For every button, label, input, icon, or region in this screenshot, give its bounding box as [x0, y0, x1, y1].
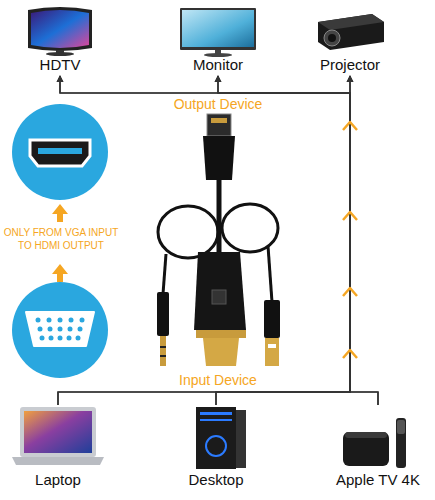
tv-frame — [28, 7, 92, 51]
usb-plug-metal — [265, 338, 279, 366]
projector-top — [318, 14, 384, 30]
audio-jack-body — [157, 292, 169, 336]
apple-tv-picture — [343, 418, 406, 468]
device-label: Laptop — [13, 471, 103, 489]
hdmi-plug-tip — [207, 114, 231, 136]
tower-fan — [206, 436, 226, 456]
device-label: Monitor — [181, 56, 255, 74]
box-body — [343, 432, 389, 466]
audio-jack-ring — [160, 346, 166, 348]
vga-plug-window — [212, 290, 226, 304]
cable — [268, 246, 272, 302]
hdmi-plug-body — [203, 136, 235, 180]
laptop-picture — [12, 407, 104, 465]
device-label: Projector — [313, 56, 387, 74]
cable — [217, 178, 222, 254]
usb-plug-slot — [268, 344, 276, 348]
tower-side — [236, 410, 246, 468]
laptop-base — [12, 457, 104, 465]
tv-base — [46, 52, 74, 56]
icon-circle — [12, 282, 108, 378]
vga-pins — [36, 318, 85, 341]
tower-front — [196, 407, 236, 469]
monitor-screen — [182, 10, 254, 47]
up-arrow — [52, 204, 68, 222]
device-label: HDTV — [23, 56, 97, 74]
tower-light — [200, 412, 232, 415]
usb-plug-body — [264, 300, 280, 338]
bus-label: Output Device — [171, 96, 266, 113]
audio-jack-plug — [160, 336, 166, 366]
desktop-picture — [196, 407, 246, 469]
note-text: ONLY FROM VGA INPUT TO HDMI OUTPUT — [3, 226, 119, 252]
adapter-cable — [157, 114, 280, 366]
projector-picture — [318, 14, 384, 50]
remote-body — [396, 418, 406, 468]
vga-port-icon — [12, 282, 108, 378]
vga-plug-shell — [196, 330, 246, 338]
hdmi-port-icon — [12, 104, 108, 200]
hdmi-plug-contacts — [211, 118, 227, 123]
device-node: Projector — [310, 4, 390, 76]
hdmi-port — [30, 140, 90, 166]
device-node: Desktop — [184, 405, 248, 491]
flow-chevrons — [343, 122, 357, 358]
hdmi-pins — [38, 148, 82, 154]
vga-port — [26, 312, 94, 346]
device-label: Apple TV 4K — [335, 471, 421, 489]
tower-light — [200, 419, 232, 421]
tv-screen — [31, 10, 89, 48]
monitor-picture — [180, 8, 256, 57]
vga-plug-body — [194, 252, 246, 330]
device-label: Desktop — [187, 471, 245, 489]
signal-connector — [60, 76, 378, 405]
signal-connector — [218, 76, 378, 405]
device-node: Laptop — [10, 405, 106, 491]
cable-loop — [222, 204, 278, 252]
device-node: Apple TV 4K — [332, 405, 424, 491]
device-node: Monitor — [178, 4, 258, 76]
laptop-screen — [24, 411, 92, 453]
cable — [163, 254, 166, 294]
cable-loop — [158, 206, 218, 258]
projector-lens-core — [328, 34, 336, 42]
bus-label: Input Device — [176, 372, 260, 389]
remote-pad — [397, 420, 405, 434]
up-arrow — [52, 264, 68, 282]
projector-body — [318, 14, 384, 50]
laptop-lid — [20, 407, 96, 457]
device-node: HDTV — [20, 4, 100, 76]
box-top — [345, 432, 387, 438]
audio-jack-ring — [160, 355, 166, 357]
hdtv-picture — [28, 7, 92, 56]
vga-plug-d-sub — [203, 338, 239, 366]
monitor-frame — [180, 8, 256, 50]
projector-lens — [324, 30, 340, 46]
icon-circle — [12, 104, 108, 200]
